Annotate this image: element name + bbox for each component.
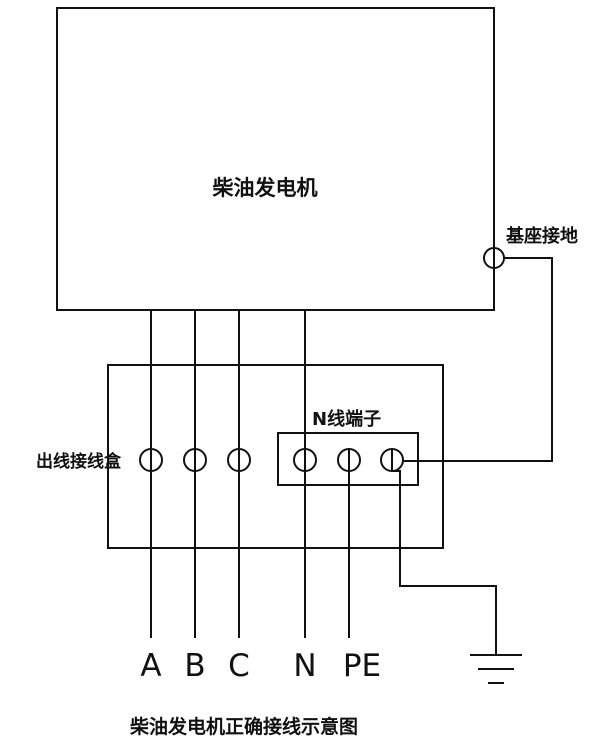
phase-label-c: C xyxy=(228,648,250,684)
base-ground-label: 基座接地 xyxy=(505,225,578,247)
earth-wire xyxy=(392,470,497,655)
phase-label-n: N xyxy=(293,648,316,684)
phase-label-a: A xyxy=(140,648,161,684)
phase-label-pe: PE xyxy=(343,648,381,684)
terminal-c xyxy=(227,448,251,472)
base-ground-wire xyxy=(403,257,553,462)
generator-label: 柴油发电机 xyxy=(212,176,318,200)
junction-box xyxy=(107,364,444,549)
generator-box xyxy=(56,7,495,311)
terminal-b xyxy=(183,448,207,472)
diagram-caption: 柴油发电机正确接线示意图 xyxy=(129,715,358,738)
phase-label-b: B xyxy=(184,648,205,684)
terminal-pe xyxy=(337,448,361,472)
junction-box-label: 出线接线盒 xyxy=(36,451,122,472)
n-terminal-label: N线端子 xyxy=(312,408,381,430)
earth-ground-icon xyxy=(470,654,522,684)
terminal-ground xyxy=(380,448,404,472)
terminal-a xyxy=(139,448,163,472)
terminal-n xyxy=(293,448,317,472)
